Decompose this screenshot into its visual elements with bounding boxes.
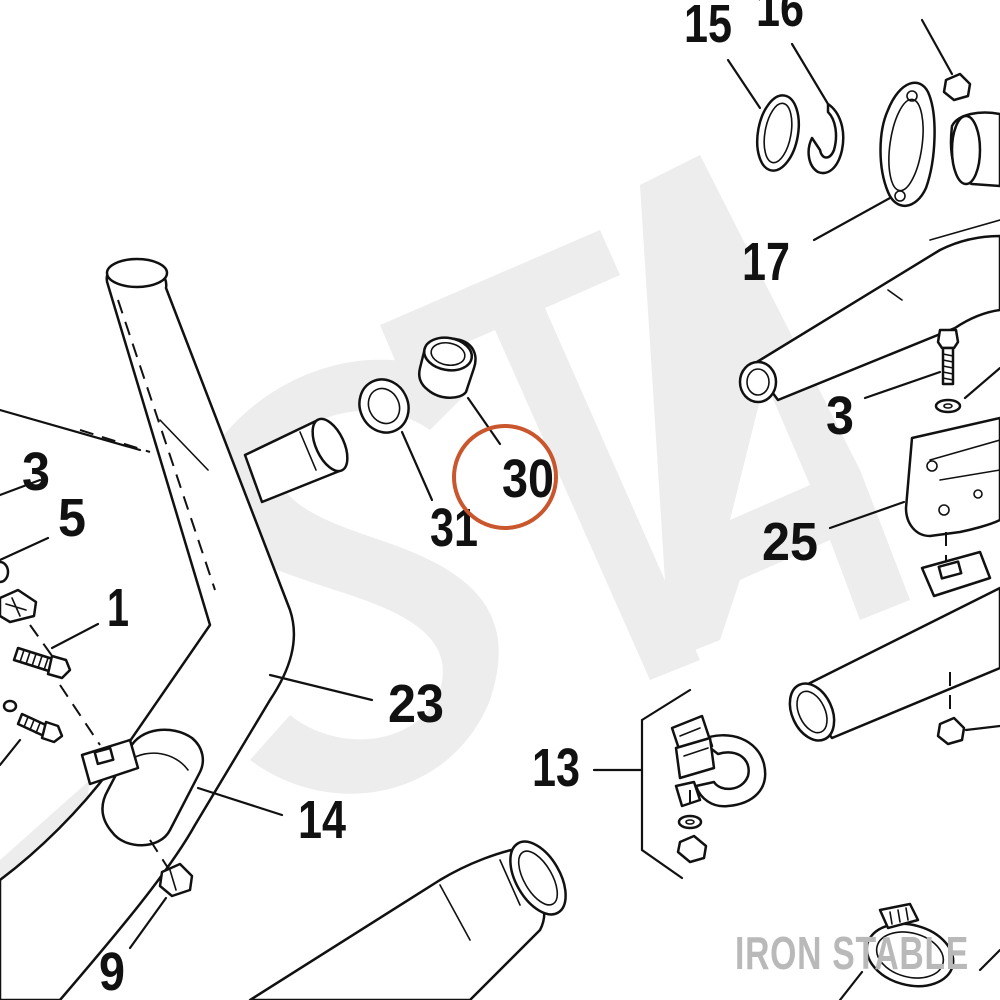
callout-31: 31 <box>430 498 478 558</box>
callout-17: 17 <box>742 232 790 292</box>
part-13-band-clamp <box>592 688 767 880</box>
part-15-ring <box>726 58 801 172</box>
callout-5: 5 <box>58 488 86 548</box>
part-30-sleeve <box>418 336 502 446</box>
brand-watermark: IRON STABLE <box>735 927 969 979</box>
part-16-retaining-ring <box>790 42 845 175</box>
callout-30: 30 <box>502 449 554 509</box>
callout-23: 23 <box>388 674 444 734</box>
callout-3-left: 3 <box>22 442 50 502</box>
bolt-1 <box>12 646 72 680</box>
left-hardware <box>0 408 151 767</box>
bolt-3-right <box>863 328 1000 414</box>
part-23-bent-pipe <box>0 257 374 1000</box>
part-9-nut <box>128 839 194 950</box>
callout-3-right: 3 <box>826 386 854 446</box>
callout-1: 1 <box>107 578 129 638</box>
muffler <box>248 840 567 1000</box>
top-nut <box>920 18 972 102</box>
part-25-bracket <box>828 416 1000 562</box>
callout-13: 13 <box>532 738 580 798</box>
tube-stub <box>243 417 349 504</box>
callout-25: 25 <box>762 512 818 572</box>
part-17-flange <box>812 81 936 242</box>
part-31-ring <box>358 378 434 502</box>
clamp-bracket <box>80 738 140 786</box>
callout-labels: 15 16 17 3 25 13 3 5 1 23 14 9 30 31 <box>22 0 854 1000</box>
callout-15: 15 <box>684 0 732 54</box>
hose-clamp <box>838 902 1000 1000</box>
callout-9: 9 <box>99 942 125 1000</box>
bolt-lower <box>16 712 64 744</box>
callout-16: 16 <box>756 0 804 38</box>
right-lower-pipe <box>788 550 1000 746</box>
callout-14: 14 <box>298 790 346 850</box>
right-header-pipe <box>738 111 1000 404</box>
highlight-ring <box>452 424 558 530</box>
